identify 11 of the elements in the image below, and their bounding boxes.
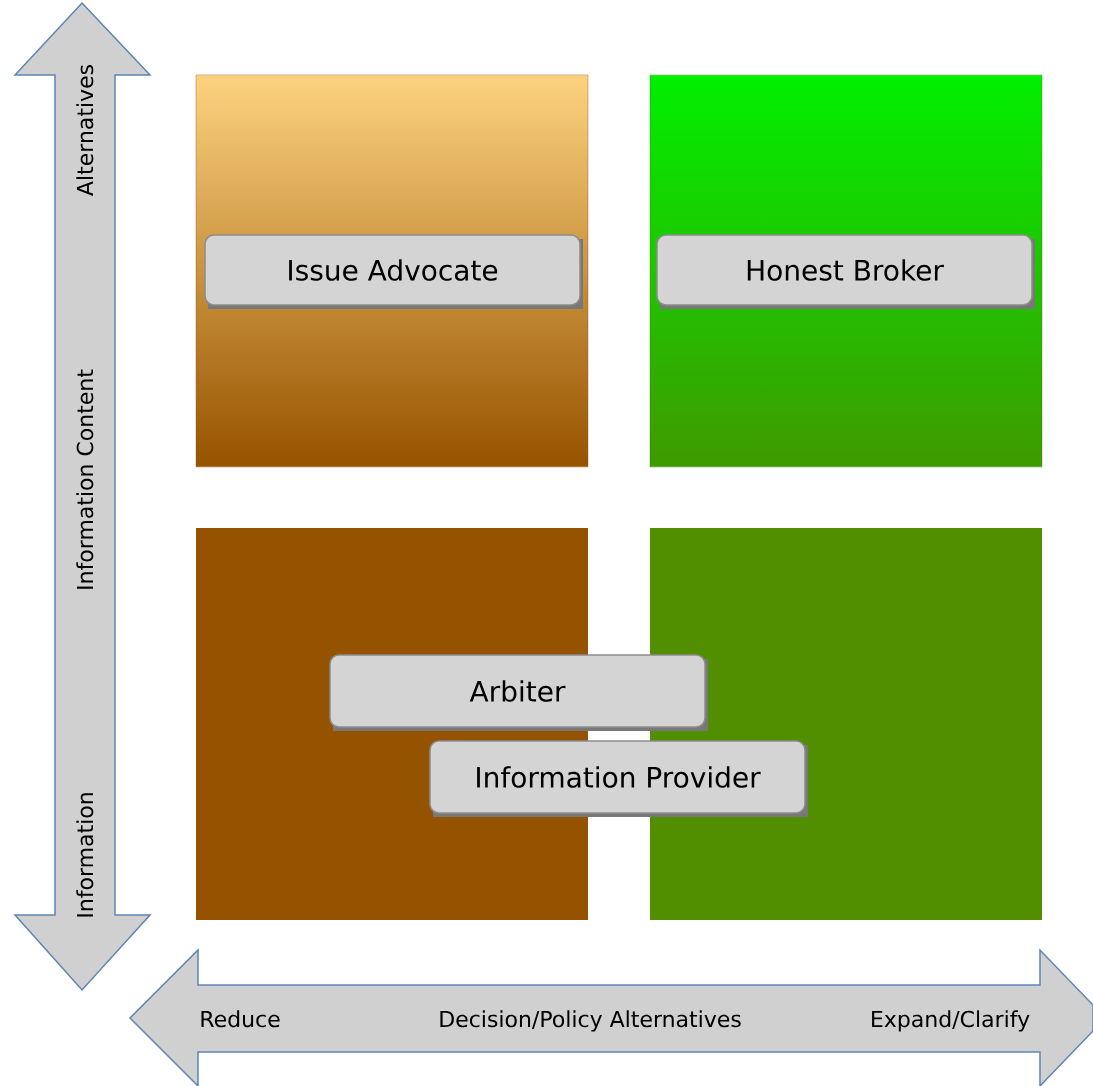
axis-label: Information Content <box>76 369 94 589</box>
quadrant-square <box>650 528 1042 920</box>
axis-label: Alternatives <box>76 65 94 196</box>
axis-label: Expand/Clarify <box>872 1010 1030 1032</box>
axis-label: Information <box>76 793 94 917</box>
role-box: Honest Broker <box>656 234 1035 309</box>
role-box: Arbiter <box>329 654 708 731</box>
role-box: Issue Advocate <box>204 234 583 309</box>
role-box: Information Provider <box>429 740 808 817</box>
axis-label: Reduce <box>201 1010 280 1028</box>
axis-label: Decision/Policy Alternatives <box>440 1010 741 1032</box>
